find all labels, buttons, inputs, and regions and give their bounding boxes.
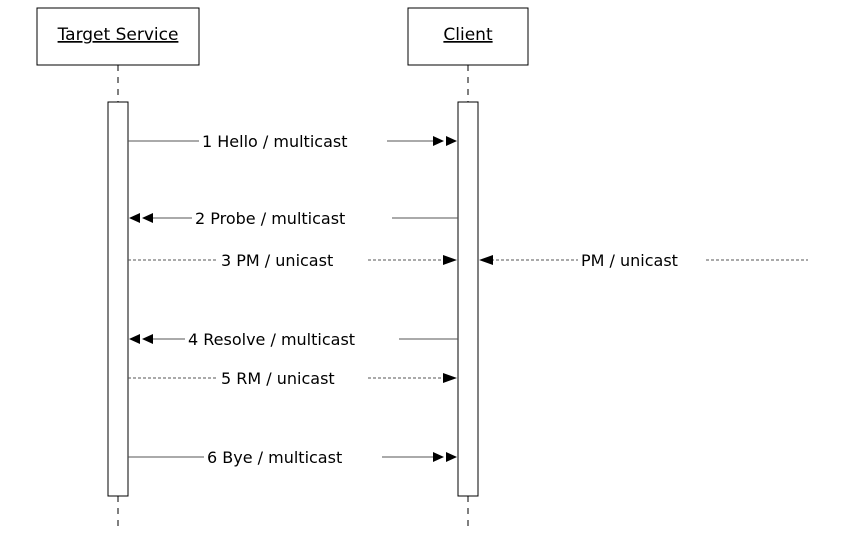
arrowhead-icon: [433, 452, 444, 462]
message-bye: 6 Bye / multicast: [128, 446, 457, 468]
arrowhead-icon: [443, 373, 457, 383]
arrowhead-icon: [142, 334, 153, 344]
arrowhead-icon: [433, 136, 444, 146]
message-label-pm: 3 PM / unicast: [221, 251, 333, 270]
message-probe: 2 Probe / multicast: [129, 207, 458, 229]
arrowhead-icon: [443, 255, 457, 265]
message-rm: 5 RM / unicast: [128, 367, 457, 389]
arrowhead-icon: [446, 452, 457, 462]
message-label-probe: 2 Probe / multicast: [195, 209, 345, 228]
arrowhead-icon: [142, 213, 153, 223]
activation-target-service: [107, 101, 129, 497]
participant-client: Client: [407, 7, 529, 66]
participant-label-target-service: Target Service: [57, 25, 179, 45]
message-resolve: 4 Resolve / multicast: [129, 328, 458, 350]
activation-client: [457, 101, 479, 497]
message-label-resolve: 4 Resolve / multicast: [188, 330, 355, 349]
arrowhead-icon: [129, 213, 140, 223]
participant-target-service: Target Service: [36, 7, 200, 66]
participant-box-target-service: [36, 7, 200, 66]
arrowhead-icon: [446, 136, 457, 146]
participant-label-client: Client: [443, 25, 493, 45]
message-label-bye: 6 Bye / multicast: [207, 448, 342, 467]
message-label-rm: 5 RM / unicast: [221, 369, 335, 388]
message-label-hello: 1 Hello / multicast: [202, 132, 347, 151]
message-label-pm-external: PM / unicast: [581, 251, 678, 270]
arrowhead-icon: [129, 334, 140, 344]
message-pm: 3 PM / unicast: [128, 249, 457, 271]
message-pm-external: PM / unicast: [479, 249, 808, 271]
arrowhead-icon: [479, 255, 493, 265]
message-hello: 1 Hello / multicast: [128, 130, 457, 152]
participant-box-client: [407, 7, 529, 66]
